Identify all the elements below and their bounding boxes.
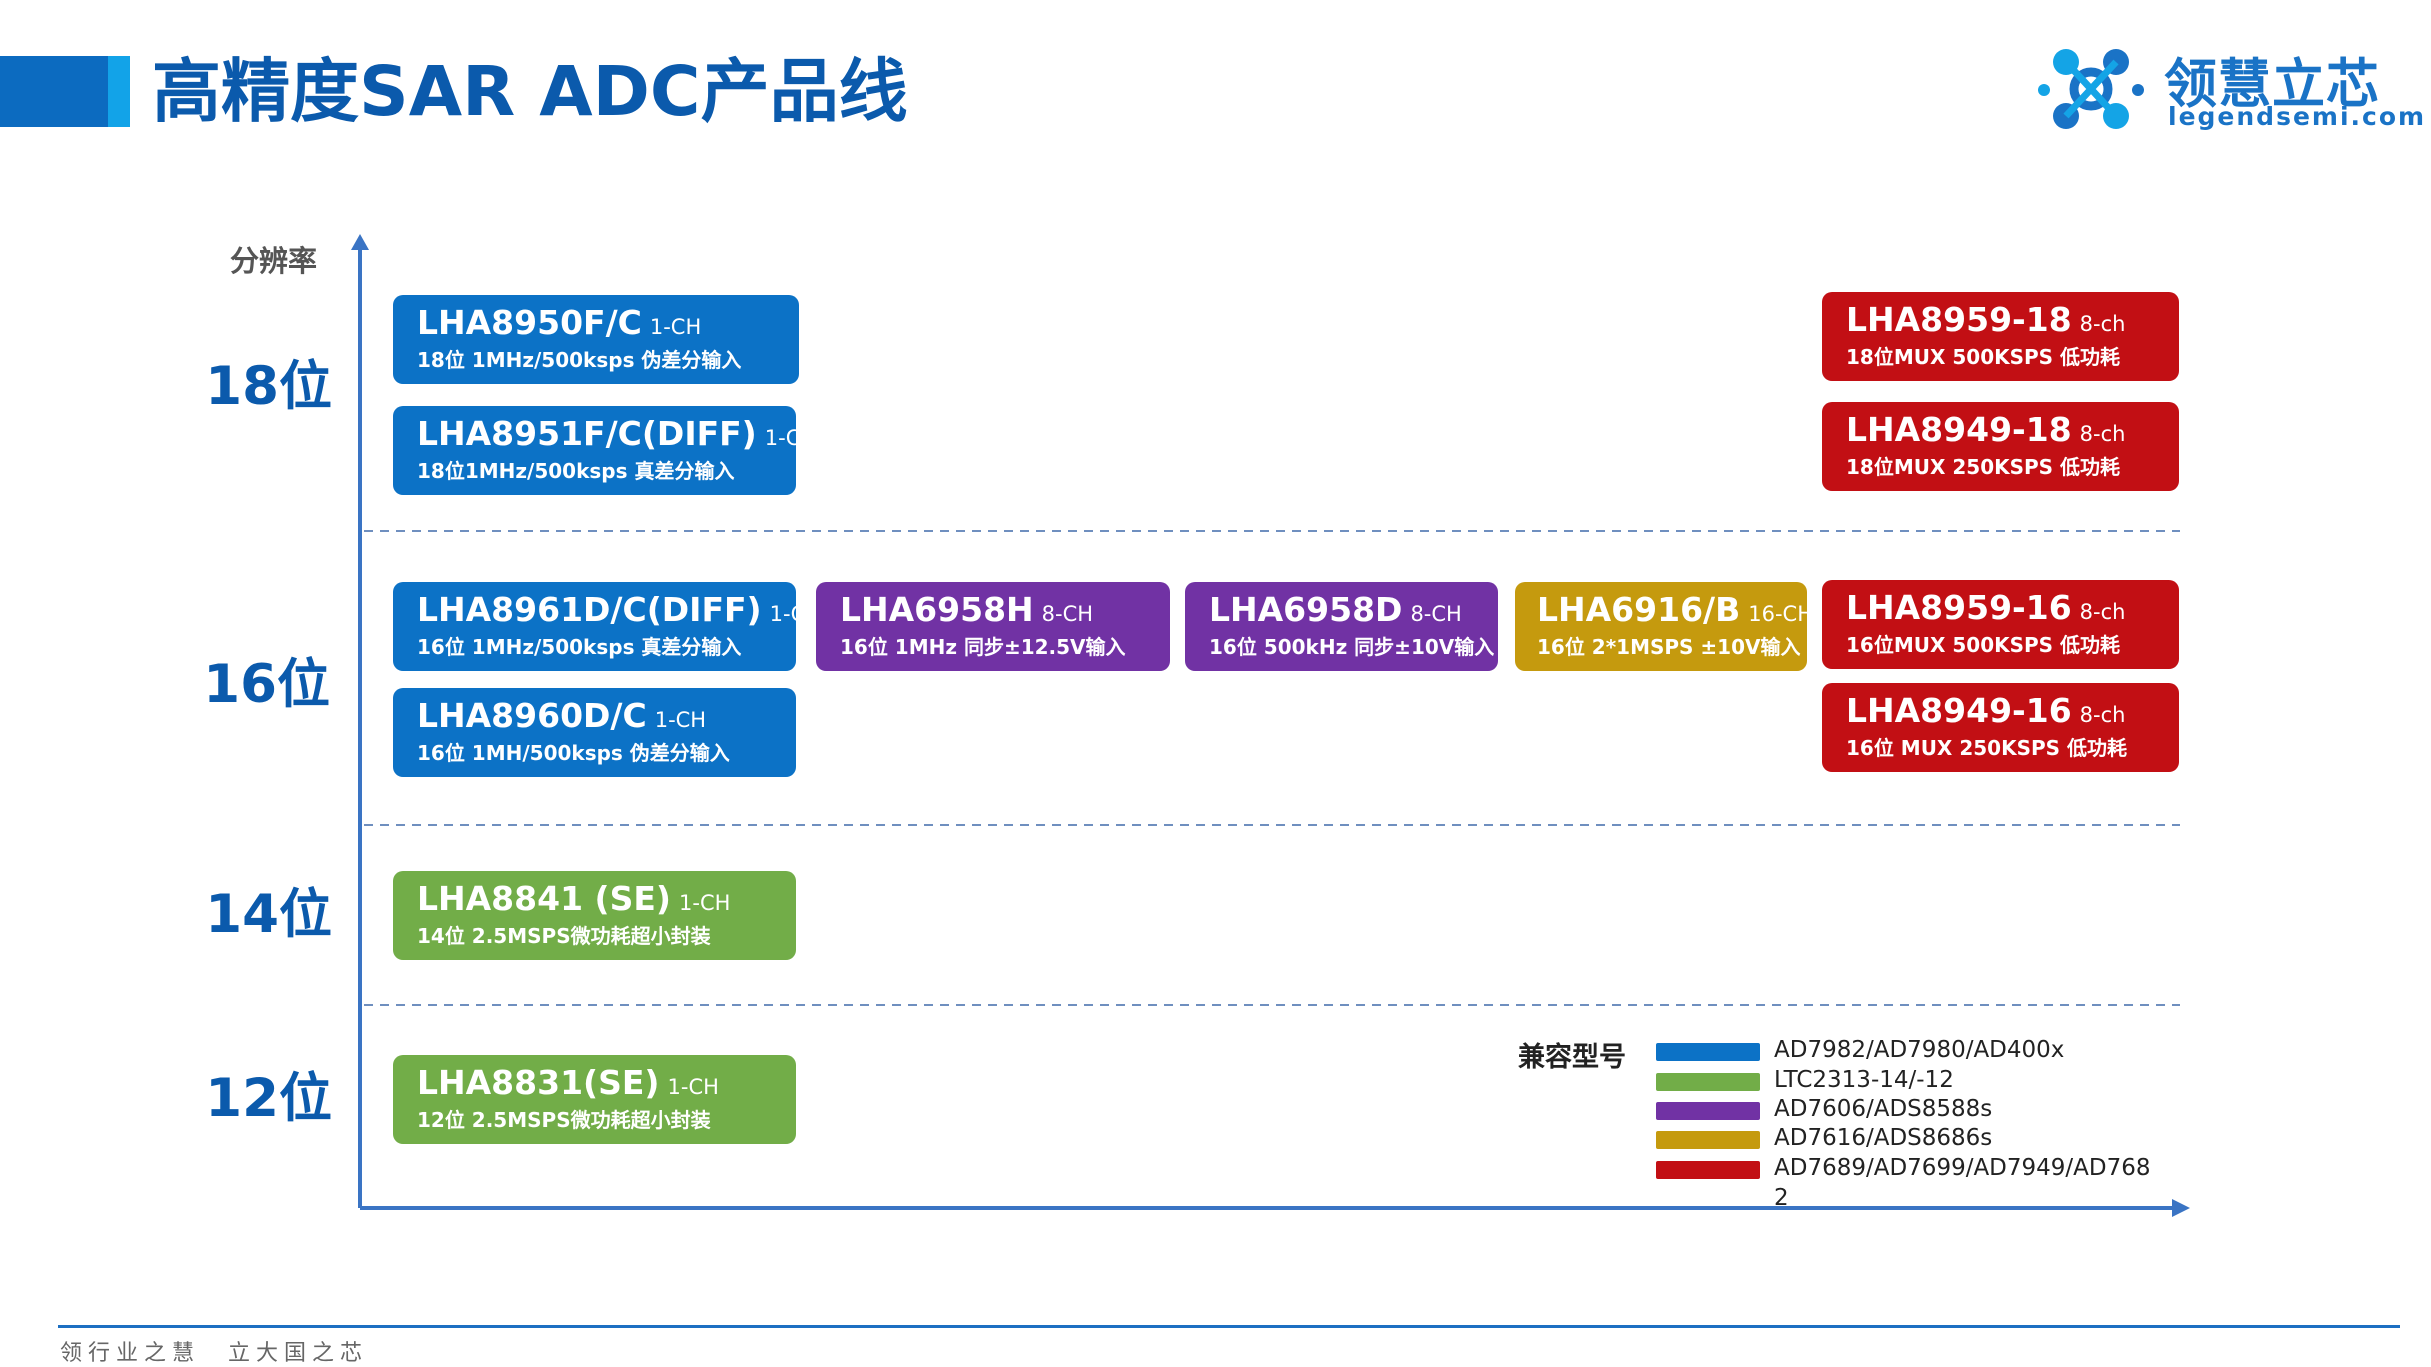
product-card[interactable]: LHA8831(SE) 1-CH 12位 2.5MSPS微功耗超小封装 (393, 1055, 796, 1144)
legend-item-label: AD7606/ADS8588s (1774, 1096, 1993, 1122)
product-desc: 18位 1MHz/500ksps 伪差分输入 (417, 348, 742, 372)
resolution-label-12: 12位 (205, 1068, 332, 1129)
product-part: LHA6958D (1209, 590, 1403, 629)
product-card[interactable]: LHA8959-18 8-ch 18位MUX 500KSPS 低功耗 (1822, 292, 2179, 381)
product-channels: 8-ch (2079, 703, 2126, 727)
product-desc: 16位MUX 500KSPS 低功耗 (1846, 633, 2121, 657)
product-card[interactable]: LHA8959-16 8-ch 16位MUX 500KSPS 低功耗 (1822, 580, 2179, 669)
product-part: LHA6916/B (1537, 590, 1741, 629)
resolution-label-14: 14位 (205, 884, 332, 945)
product-desc: 14位 2.5MSPS微功耗超小封装 (417, 924, 711, 948)
product-channels: 8-ch (2079, 312, 2126, 336)
header-accent-stripe (108, 56, 130, 127)
product-desc: 18位1MHz/500ksps 真差分输入 (417, 459, 735, 483)
product-channels: 16-CH (1748, 602, 1807, 626)
product-channels: 1-CH (667, 1075, 719, 1099)
product-part: LHA8949-18 (1846, 410, 2072, 449)
y-axis-arrow-icon (351, 234, 369, 250)
y-axis-title: 分辨率 (230, 244, 318, 278)
product-desc: 16位 1MH/500ksps 伪差分输入 (417, 741, 730, 765)
product-desc: 18位MUX 250KSPS 低功耗 (1846, 455, 2121, 479)
product-part: LHA8949-16 (1846, 691, 2072, 730)
product-desc: 16位 1MHz 同步±12.5V输入 (840, 635, 1126, 659)
legend-swatch-green (1656, 1073, 1760, 1091)
legend-item-label: AD7689/AD7699/AD7949/AD768 (1774, 1155, 2151, 1181)
legend-item-label: AD7982/AD7980/AD400x (1774, 1037, 2065, 1063)
product-card[interactable]: LHA8841 (SE) 1-CH 14位 2.5MSPS微功耗超小封装 (393, 871, 796, 960)
product-channels: 8-ch (2079, 600, 2126, 624)
resolution-label-16: 16位 (203, 654, 330, 715)
product-card[interactable]: LHA8960D/C 1-CH 16位 1MH/500ksps 伪差分输入 (393, 688, 796, 777)
product-part: LHA8960D/C (417, 696, 647, 735)
footer-slogan: 领行业之慧 立大国之芯 (60, 1341, 369, 1366)
product-card[interactable]: LHA6958D 8-CH 16位 500kHz 同步±10V输入 (1185, 582, 1498, 671)
product-card[interactable]: LHA8949-16 8-ch 16位 MUX 250KSPS 低功耗 (1822, 683, 2179, 772)
product-desc: 16位 2*1MSPS ±10V输入 (1537, 635, 1801, 659)
product-part: LHA6958H (840, 590, 1034, 629)
page-title: 高精度SAR ADC产品线 (152, 52, 908, 132)
product-card[interactable]: LHA6958H 8-CH 16位 1MHz 同步±12.5V输入 (816, 582, 1170, 671)
product-card[interactable]: LHA8949-18 8-ch 18位MUX 250KSPS 低功耗 (1822, 402, 2179, 491)
product-part: LHA8951F/C(DIFF) (417, 414, 757, 453)
product-part: LHA8831(SE) (417, 1063, 660, 1102)
product-card[interactable]: LHA8951F/C(DIFF) 1-CH 18位1MHz/500ksps 真差分… (393, 406, 796, 495)
company-logo: 领慧立芯 legendsemi.com (2036, 40, 2424, 140)
resolution-label-18: 18位 (205, 356, 332, 417)
legend-swatch-gold (1656, 1131, 1760, 1149)
product-channels: 8-CH (1041, 602, 1094, 626)
footer-divider (58, 1325, 2400, 1328)
product-desc: 16位 500kHz 同步±10V输入 (1209, 635, 1495, 659)
legend-item-label: AD7616/ADS8686s (1774, 1125, 1993, 1151)
legend-swatch-red (1656, 1161, 1760, 1179)
legend-item-label: LTC2313-14/-12 (1774, 1067, 1954, 1093)
product-part: LHA8961D/C(DIFF) (417, 590, 762, 629)
legend-title: 兼容型号 (1518, 1042, 1626, 1073)
product-channels: 1-CH (769, 602, 796, 626)
product-channels: 1-CH (764, 426, 796, 450)
x-axis-arrow-icon (2172, 1199, 2190, 1217)
header-accent-bar (0, 56, 108, 127)
product-part: LHA8959-16 (1846, 588, 2072, 627)
product-part: LHA8950F/C (417, 303, 642, 342)
logo-mark-icon (2038, 49, 2144, 129)
product-desc: 16位 1MHz/500ksps 真差分输入 (417, 635, 742, 659)
legend-swatch-blue (1656, 1043, 1760, 1061)
product-part: LHA8841 (SE) (417, 879, 671, 918)
product-channels: 1-CH (654, 708, 707, 732)
legend-swatch-purple (1656, 1102, 1760, 1120)
product-card[interactable]: LHA8950F/C 1-CH 18位 1MHz/500ksps 伪差分输入 (393, 295, 799, 384)
product-desc: 12位 2.5MSPS微功耗超小封装 (417, 1108, 711, 1132)
logo-domain: legendsemi.com (2168, 102, 2427, 131)
product-channels: 8-CH (1410, 602, 1462, 626)
logo-name-cn: 领慧立芯 (2164, 54, 2380, 115)
legend-item-overflow: 2 (1774, 1185, 1789, 1211)
product-channels: 8-ch (2079, 422, 2126, 446)
product-part: LHA8959-18 (1846, 300, 2072, 339)
product-desc: 16位 MUX 250KSPS 低功耗 (1846, 736, 2127, 760)
product-card[interactable]: LHA6916/B 16-CH 16位 2*1MSPS ±10V输入 (1515, 582, 1807, 671)
product-channels: 1-CH (679, 891, 731, 915)
product-desc: 18位MUX 500KSPS 低功耗 (1846, 345, 2121, 369)
product-card[interactable]: LHA8961D/C(DIFF) 1-CH 16位 1MHz/500ksps 真差… (393, 582, 796, 671)
product-channels: 1-CH (649, 315, 702, 339)
